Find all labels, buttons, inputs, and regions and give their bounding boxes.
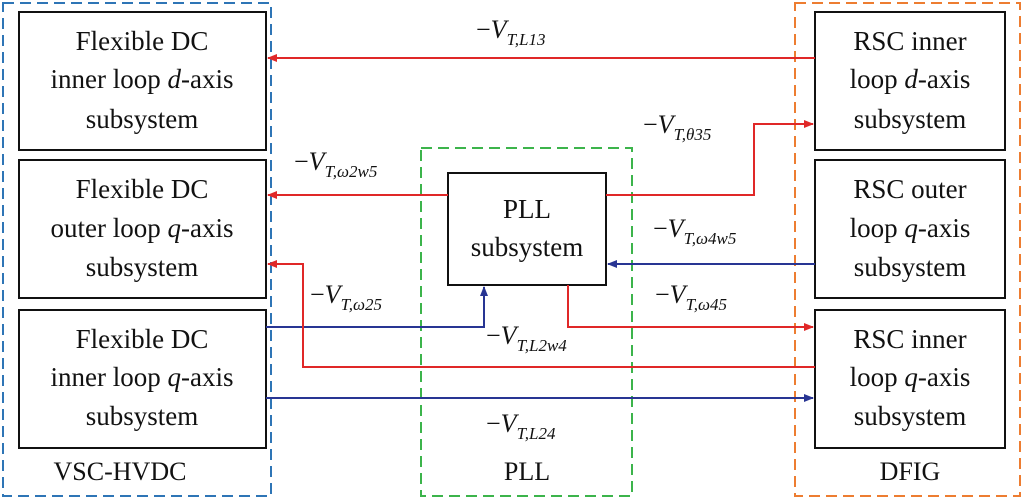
arrow-theta35 — [606, 120, 814, 196]
group-label-dfig: DFIG — [880, 457, 941, 486]
label-v-t-l13: −VT,L13 — [476, 15, 545, 49]
box-rsc-outer-q — [814, 159, 1006, 299]
label-v-t-w25: −VT,ω25 — [310, 280, 382, 314]
group-pll — [420, 147, 633, 497]
fd-inner-d-line2: inner loop d-axis — [51, 64, 234, 94]
pll-box-line1: PLL — [503, 194, 551, 224]
group-label-pll: PLL — [504, 457, 550, 486]
group-vsc-hvdc — [2, 2, 272, 497]
arrow-w45 — [567, 285, 814, 331]
box-flexible-dc-inner-q — [18, 309, 267, 449]
fd-outer-q-line1: Flexible DC — [76, 174, 209, 204]
label-v-t-l2w4: −VT,L2w4 — [486, 321, 567, 355]
rsc-outer-q-line3: subsystem — [854, 252, 967, 282]
pll-box-line2: subsystem — [471, 232, 584, 262]
fd-inner-d-line3: subsystem — [86, 104, 199, 134]
label-v-t-theta35: −VT,θ35 — [643, 110, 711, 144]
arrow-w25 — [266, 286, 488, 328]
label-v-t-w4w5: −VT,ω4w5 — [653, 214, 736, 248]
rsc-inner-q-line1: RSC inner — [853, 324, 966, 354]
rsc-inner-q-line3: subsystem — [854, 401, 967, 431]
rsc-inner-d-line2: loop d-axis — [850, 64, 971, 94]
fd-inner-d-line1: Flexible DC — [76, 26, 209, 56]
rsc-inner-d-line3: subsystem — [854, 104, 967, 134]
group-dfig — [794, 2, 1021, 497]
label-v-t-l24: −VT,L24 — [486, 409, 556, 443]
rsc-inner-d-line1: RSC inner — [853, 26, 966, 56]
rsc-outer-q-line2: loop q-axis — [850, 213, 971, 243]
rsc-inner-q-line2: loop q-axis — [850, 362, 971, 392]
fd-outer-q-line2: outer loop q-axis — [51, 213, 234, 243]
box-flexible-dc-outer-q — [18, 159, 267, 299]
box-flexible-dc-inner-d — [18, 11, 267, 151]
rsc-outer-q-line1: RSC outer — [853, 174, 966, 204]
label-v-t-w2w5: −VT,ω2w5 — [294, 147, 377, 181]
fd-inner-q-line1: Flexible DC — [76, 324, 209, 354]
box-rsc-inner-d — [814, 11, 1006, 151]
group-label-vsc-hvdc: VSC-HVDC — [54, 457, 187, 486]
box-rsc-inner-q — [814, 309, 1006, 449]
fd-inner-q-line2: inner loop q-axis — [51, 362, 234, 392]
fd-outer-q-line3: subsystem — [86, 252, 199, 282]
box-pll-subsystem — [447, 172, 607, 286]
arrow-l2w4 — [267, 260, 815, 368]
label-v-t-w45: −VT,ω45 — [655, 280, 727, 314]
fd-inner-q-line3: subsystem — [86, 401, 199, 431]
